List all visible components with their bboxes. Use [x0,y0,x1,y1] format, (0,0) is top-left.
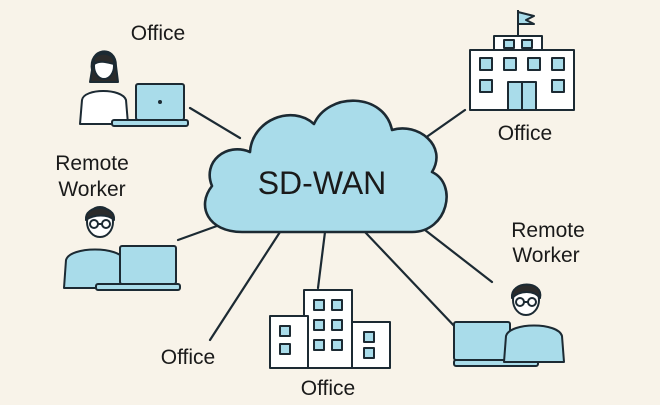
node-label-remote-left-line1: Remote [55,152,129,175]
person-laptop-top-left [79,50,189,127]
node-label-remote-left-line2: Worker [58,178,125,201]
laptop-icon [111,83,189,127]
person-icon [503,283,565,363]
link-office-top-left [188,106,242,140]
link-remote-right [423,228,494,284]
flag-icon [517,10,535,36]
connectors [176,106,494,342]
link-office-bottom-left [208,230,282,342]
link-office-bottom [316,230,327,290]
laptop-icon [95,245,181,291]
person-laptop-remote-right [453,283,565,367]
person-icon [63,206,127,289]
node-label-office-bottom: Office [301,377,355,400]
node-label-office-top-left: Office [131,22,185,45]
link-remote-right-2 [363,230,460,332]
hub-label: SD-WAN [258,165,387,201]
node-label-office-bottom-left: Office [161,346,215,369]
cloud-icon [203,99,448,234]
person-icon [79,50,129,125]
node-label-remote-right-line2: Worker [512,244,579,267]
building-icon [469,35,575,111]
building-top-right [469,10,575,111]
person-laptop-remote-left [63,206,181,291]
node-label-remote-right-line1: Remote [511,219,585,242]
node-label-office-top-right: Office [498,122,552,145]
building-bottom [269,289,391,369]
building-icon [269,289,391,369]
